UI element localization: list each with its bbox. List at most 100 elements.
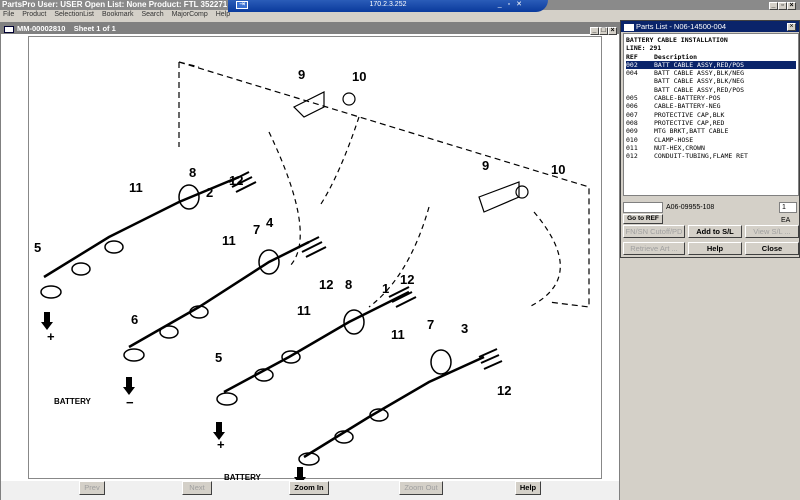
app-title: PartsPro User: USER Open List: None Prod…	[2, 0, 228, 9]
next-button[interactable]: Next	[182, 481, 212, 495]
fn-sn-cutoff-button[interactable]: FN/SN Cutoff/PD	[623, 225, 685, 238]
battery-cable	[128, 240, 310, 349]
window-icon	[4, 25, 14, 33]
col-description: Description	[654, 52, 698, 61]
go-to-ref-button[interactable]: Go to REF	[623, 214, 663, 224]
parts-list-row[interactable]: 011 NUT-HEX,CROWN	[626, 144, 796, 152]
row-description: BATT CABLE ASSY,RED/POS	[654, 85, 745, 94]
menu-help[interactable]: Help	[215, 11, 231, 18]
navigation-bar: Prev Next Zoom In Zoom Out Help	[1, 481, 619, 500]
line-number: LINE: 291	[626, 44, 662, 53]
row-ref: 002	[626, 60, 638, 69]
menu-majorcomp[interactable]: MajorComp	[171, 11, 208, 18]
callout-number[interactable]: 5	[34, 240, 41, 255]
zoom-in-button[interactable]: Zoom In	[289, 481, 329, 495]
callout-number[interactable]: 4	[266, 215, 274, 230]
callout-number[interactable]: 7	[427, 317, 434, 332]
battery-cable	[43, 175, 240, 279]
remote-window-controls[interactable]: _▫✕	[497, 1, 528, 8]
help-button[interactable]: Help	[515, 481, 541, 495]
parts-list-title-bar: Parts List - N06-14500-004 ×	[621, 21, 799, 32]
battery-cable	[223, 290, 410, 394]
row-description: NUT-HEX,CROWN	[654, 143, 705, 152]
app-title-bar: PartsPro User: USER Open List: None Prod…	[0, 0, 800, 12]
callout-number[interactable]: 9	[482, 158, 489, 173]
close-icon[interactable]: ×	[787, 23, 796, 31]
row-ref: 010	[626, 135, 638, 144]
callout-number[interactable]: 2	[206, 185, 213, 200]
callout-number[interactable]: 11	[297, 303, 311, 318]
quantity-input[interactable]: 1	[779, 202, 797, 213]
assembly-heading: BATTERY CABLE INSTALLATION	[626, 36, 728, 44]
parts-list-row[interactable]: BATT CABLE ASSY,RED/POS	[626, 86, 796, 94]
row-description: MTG BRKT,BATT CABLE	[654, 127, 729, 136]
restore-icon: ▫	[778, 2, 787, 10]
retrieve-art-button[interactable]: Retrieve Art ...	[623, 242, 685, 255]
close-button[interactable]: Close	[745, 242, 799, 255]
row-description: CLAMP-HOSE	[654, 135, 694, 144]
frame-rail-outline	[178, 61, 590, 308]
row-ref	[626, 77, 654, 85]
battery-cable	[303, 355, 485, 459]
callout-number[interactable]: 6	[131, 312, 138, 327]
sheet-indicator: Sheet 1 of 1	[73, 24, 116, 33]
hose-clamp	[342, 92, 356, 106]
parts-list-row[interactable]: BATT CABLE ASSY,BLK/NEG	[626, 77, 796, 85]
menu-selectionlist[interactable]: SelectionList	[54, 11, 95, 18]
add-to-sl-button[interactable]: Add to S/L	[688, 225, 742, 238]
drawing-window-controls[interactable]: _□×	[590, 24, 617, 35]
drawing-window-title: MM-00002810 Sheet 1 of 1 _□×	[1, 23, 619, 35]
menu-bookmark[interactable]: Bookmark	[101, 11, 134, 18]
close-icon: ×	[608, 27, 617, 35]
row-description: CONDUIT-TUBING,FLAME RET	[654, 152, 748, 161]
parts-list[interactable]: BATTERY CABLE INSTALLATION LINE: 291 REF…	[623, 33, 799, 196]
callout-number[interactable]: 8	[345, 277, 352, 292]
parts-list-row[interactable]: 010 CLAMP-HOSE	[626, 136, 796, 144]
callout-number[interactable]: 7	[253, 222, 260, 237]
menu-file[interactable]: File	[3, 11, 15, 18]
callout-number[interactable]: 12	[400, 272, 414, 287]
battery-terminals	[40, 184, 452, 466]
document-id: MM-00002810	[17, 24, 66, 33]
row-ref: 011	[626, 143, 638, 152]
callout-number[interactable]: 11	[129, 180, 143, 195]
ref-input[interactable]	[623, 202, 663, 213]
parts-help-button[interactable]: Help	[688, 242, 742, 255]
callout-number[interactable]: 1	[382, 281, 389, 296]
row-description: BATT CABLE ASSY,BLK/NEG	[654, 69, 745, 78]
maximize-icon: □	[599, 27, 608, 35]
row-ref: 008	[626, 118, 638, 127]
callout-number[interactable]: 9	[298, 67, 305, 82]
callout-number[interactable]: 11	[391, 327, 405, 342]
callout-number[interactable]: 10	[352, 69, 366, 84]
menu-search[interactable]: Search	[141, 11, 164, 18]
callout-number[interactable]: 3	[461, 321, 468, 336]
callout-number[interactable]: 11	[222, 233, 236, 248]
app-window-controls[interactable]: _▫×	[769, 1, 796, 11]
part-number: A06-09955-108	[666, 204, 715, 211]
callout-number[interactable]: 10	[551, 162, 565, 177]
callout-number[interactable]: 12	[497, 383, 511, 398]
callout-number[interactable]: 12	[229, 173, 243, 188]
menu-product[interactable]: Product	[22, 11, 47, 18]
prev-button[interactable]: Prev	[79, 481, 105, 495]
polarity-plus: +	[47, 329, 55, 344]
minimize-icon: _	[769, 2, 778, 10]
pin-icon[interactable]: ⇥	[236, 1, 248, 9]
callout-number[interactable]: 8	[189, 165, 196, 180]
zoom-out-button[interactable]: Zoom Out	[399, 481, 443, 495]
battery-label: BATTERY	[54, 397, 92, 406]
callout-number[interactable]: 5	[215, 350, 222, 365]
parts-list-title: Parts List - N06-14500-004	[636, 22, 727, 31]
view-sl-button[interactable]: View S/L ...	[745, 225, 799, 238]
callout-number[interactable]: 12	[319, 277, 333, 292]
